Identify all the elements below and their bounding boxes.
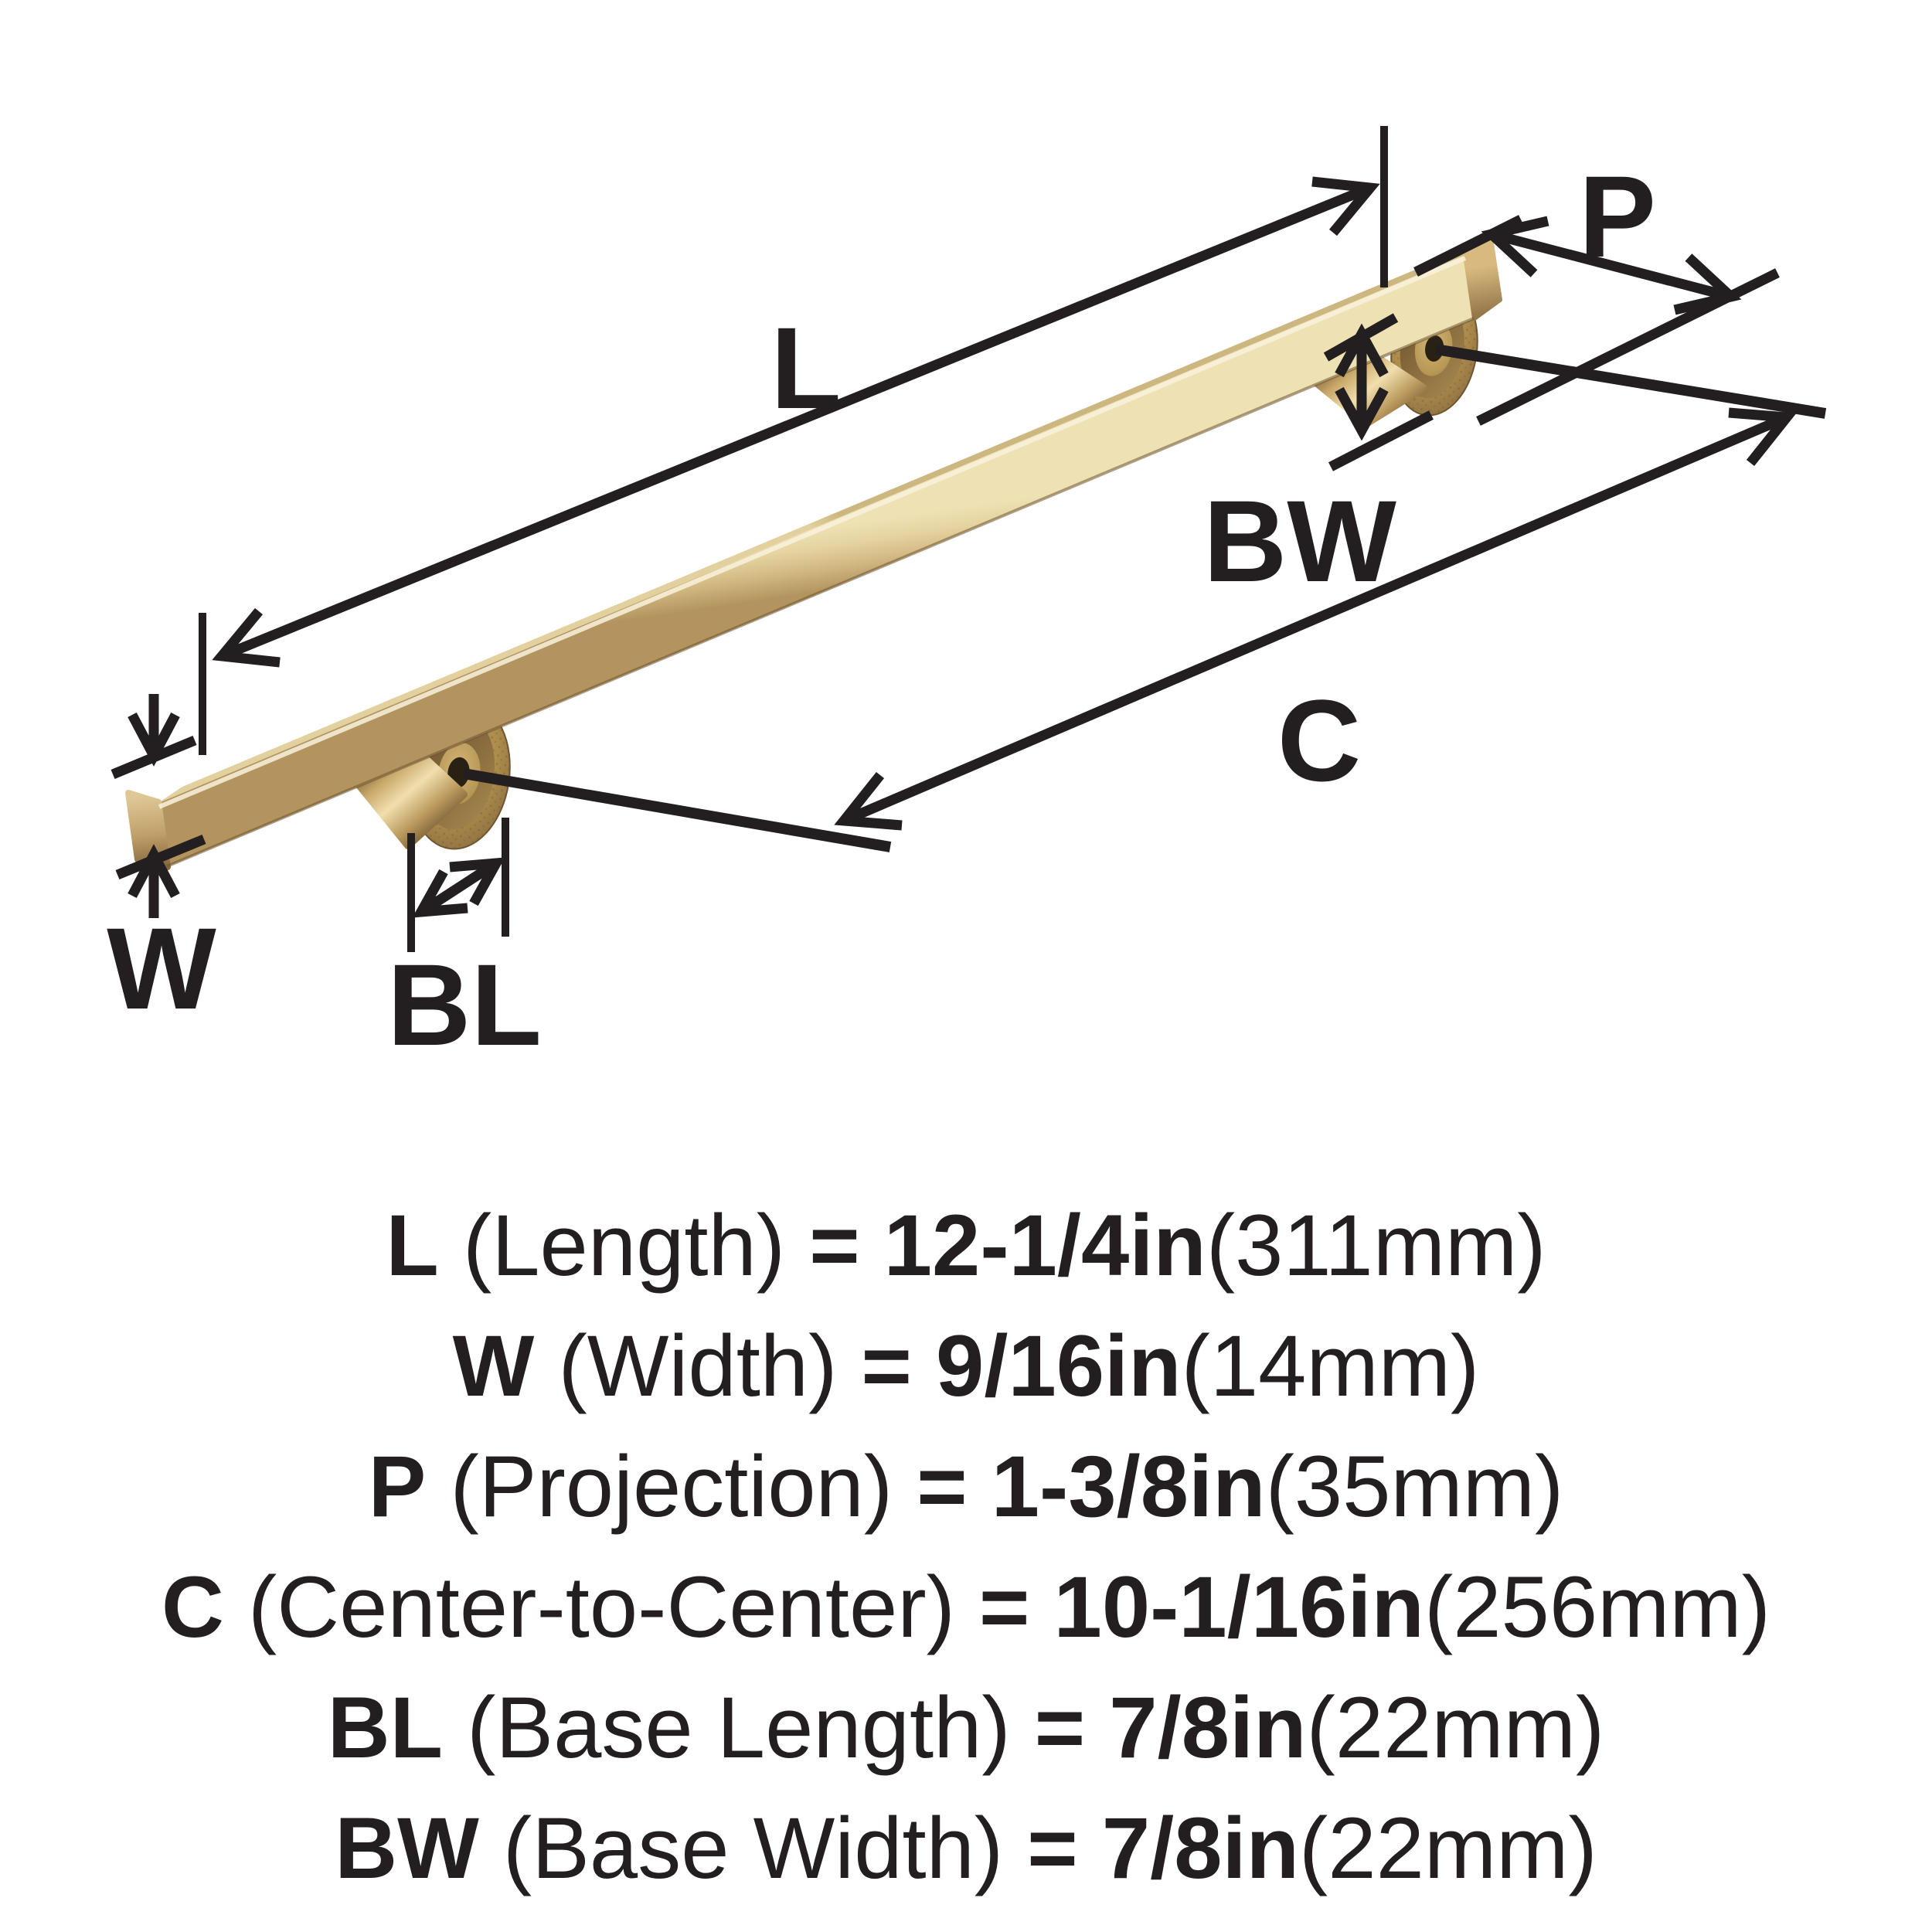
spec-symbol: C <box>161 1559 224 1655</box>
C-leader-left-hole <box>462 768 892 852</box>
L-dimension-line <box>219 182 1372 662</box>
P-arrowhead-left <box>1481 216 1549 277</box>
spec-symbol: W <box>452 1318 535 1414</box>
W-arrowhead-bottom <box>128 844 180 899</box>
spec-metric: (256mm) <box>1423 1559 1771 1655</box>
spec-label: (Length) <box>438 1197 810 1294</box>
W-extension-tick-bottom <box>115 834 206 880</box>
bar-bottom-edge-shadow <box>166 317 1475 868</box>
spec-metric: (311mm) <box>1206 1197 1546 1294</box>
spec-value: = 7/8in <box>1034 1679 1307 1776</box>
spec-value: = 9/16in <box>861 1318 1182 1414</box>
spec-value: = 7/8in <box>1027 1800 1300 1896</box>
dimension-L: L <box>199 126 1388 755</box>
handle-artwork <box>125 236 1502 870</box>
spec-label: (Center-to-Center) <box>223 1559 980 1655</box>
spec-symbol: P <box>368 1438 427 1535</box>
P-label: P <box>1579 151 1656 281</box>
spec-row-length: L (Length) = 12-1/4in(311mm) <box>0 1185 1932 1306</box>
dimension-callouts: L P BW <box>107 126 1827 1070</box>
BL-label: BL <box>387 940 542 1070</box>
spec-label: (Base Length) <box>442 1679 1035 1776</box>
dimension-BL: BL <box>387 818 542 1070</box>
spec-row-base-length: BL (Base Length) = 7/8in(22mm) <box>0 1668 1932 1788</box>
C-label: C <box>1277 675 1361 805</box>
spec-metric: (14mm) <box>1181 1318 1480 1414</box>
dimension-P: P <box>1413 151 1780 426</box>
spec-row-center-to-center: C (Center-to-Center) = 10-1/16in(256mm) <box>0 1547 1932 1668</box>
spec-label: (Projection) <box>426 1438 917 1535</box>
BW-extension-tick-bottom <box>1328 410 1434 471</box>
spec-symbol: BL <box>327 1679 443 1776</box>
C-leader-right-hole <box>1434 344 1827 419</box>
L-label: L <box>770 303 842 433</box>
spec-metric: (22mm) <box>1306 1679 1605 1776</box>
spec-row-base-width: BW (Base Width) = 7/8in(22mm) <box>0 1788 1932 1909</box>
spec-label: (Width) <box>534 1318 862 1414</box>
spec-value: = 12-1/4in <box>809 1197 1206 1294</box>
spec-metric: (35mm) <box>1265 1438 1564 1535</box>
spec-label: (Base Width) <box>478 1800 1028 1896</box>
L-arrowhead-left <box>212 607 281 668</box>
P-arrowhead-right <box>1673 253 1742 315</box>
spec-value: = 10-1/16in <box>979 1559 1424 1655</box>
spec-row-projection: P (Projection) = 1-3/8in(35mm) <box>0 1427 1932 1547</box>
L-arrowhead-right <box>1311 176 1380 236</box>
spec-symbol: L <box>386 1197 439 1294</box>
dimension-W: W <box>107 694 216 1033</box>
W-label: W <box>107 903 216 1033</box>
spec-row-width: W (Width) = 9/16in(14mm) <box>0 1306 1932 1427</box>
BL-arrowhead-upper-right <box>449 857 505 906</box>
spec-metric: (22mm) <box>1299 1800 1597 1896</box>
BW-label: BW <box>1203 476 1396 606</box>
C-arrowhead-right <box>1728 407 1797 467</box>
BW-arrowhead-bottom <box>1335 386 1389 441</box>
C-dimension-line <box>842 413 1789 825</box>
P-dimension-line <box>1490 229 1733 302</box>
bar-top-face <box>157 238 1491 804</box>
spec-value: = 1-3/8in <box>917 1438 1266 1535</box>
dimension-C: C <box>462 344 1827 852</box>
bar-front-face <box>157 255 1475 867</box>
spec-symbol: BW <box>335 1800 479 1896</box>
BW-arrowhead-top <box>1335 323 1389 378</box>
BL-arrowhead-lower-left <box>412 869 468 918</box>
spec-list: L (Length) = 12-1/4in(311mm) W (Width) =… <box>0 1185 1932 1909</box>
dimension-BW: BW <box>1203 313 1434 606</box>
C-arrowhead-left <box>834 771 903 831</box>
W-arrowhead-top <box>128 712 180 767</box>
BL-dimension-line <box>418 859 499 917</box>
bar-top-edge-highlight <box>158 256 1467 809</box>
